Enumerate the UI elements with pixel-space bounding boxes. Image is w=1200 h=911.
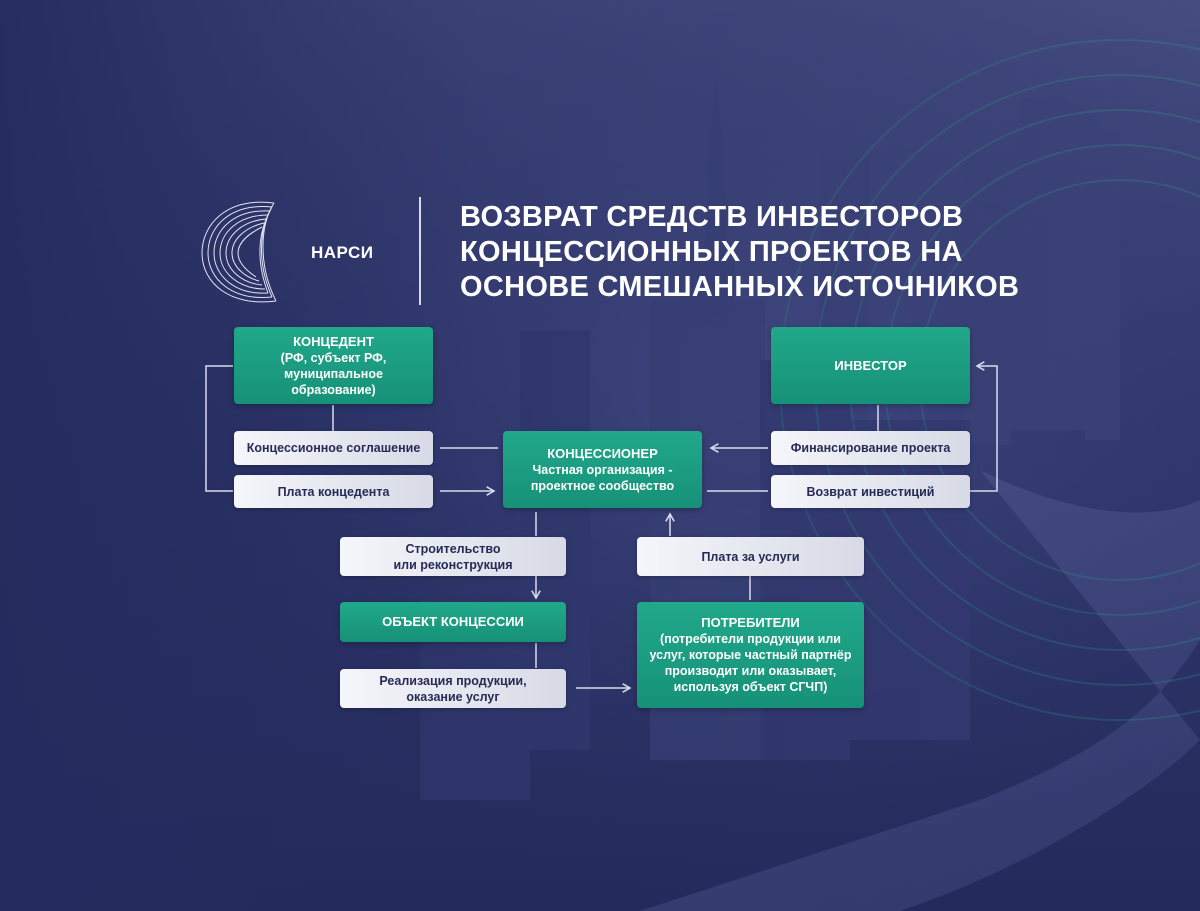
concedent-node: КОНЦЕДЕНТ (РФ, субъект РФ, муниципальное… <box>234 327 433 404</box>
concessioner-line: проектное сообщество <box>530 478 675 493</box>
title-line: ОСНОВЕ СМЕШАННЫХ ИСТОЧНИКОВ <box>460 271 1020 303</box>
concedent-payment-label: Плата концедента <box>234 475 433 508</box>
consumers-line: производит или оказывает, <box>664 664 837 678</box>
consumers-line: (потребители продукции или <box>660 632 841 646</box>
flow-label-text: Концессионное соглашение <box>246 441 421 455</box>
flow-label-text: Реализация продукции, <box>379 673 527 688</box>
concedent-line: (РФ, субъект РФ, <box>280 350 387 365</box>
narsi-logo-icon <box>201 201 277 303</box>
flow-label-text: Финансирование проекта <box>790 441 951 455</box>
flow-label-text: оказание услуг <box>406 689 500 704</box>
concession-agreement-label: Концессионное соглашение <box>234 431 433 465</box>
flow-label-text: Строительство <box>405 541 501 556</box>
service-fee-label: Плата за услуги <box>637 537 864 576</box>
page-title: ВОЗВРАТ СРЕДСТВ ИНВЕСТОРОВ КОНЦЕССИОННЫХ… <box>460 200 1160 305</box>
object-title: ОБЪЕКТ КОНЦЕССИИ <box>382 614 524 629</box>
construction-label: Строительство или реконструкция <box>340 537 566 576</box>
flow-label-text: Возврат инвестиций <box>806 484 935 499</box>
object-node: ОБЪЕКТ КОНЦЕССИИ <box>340 602 566 642</box>
project-financing-label: Финансирование проекта <box>771 431 970 465</box>
concedent-line: муниципальное <box>284 366 383 381</box>
flow-label-text: или реконструкция <box>393 557 513 572</box>
consumers-line: используя объект СГЧП) <box>673 680 828 694</box>
header-divider <box>419 197 421 305</box>
investment-return-label: Возврат инвестиций <box>771 475 970 508</box>
title-line: КОНЦЕССИОННЫХ ПРОЕКТОВ НА <box>460 236 963 268</box>
brand-name: НАРСИ <box>311 243 374 262</box>
concedent-line: образование) <box>291 382 376 397</box>
flow-label-text: Плата за услуги <box>701 549 800 564</box>
investor-title: ИНВЕСТОР <box>834 357 907 373</box>
sales-label: Реализация продукции, оказание услуг <box>340 669 566 708</box>
flow-label-text: Плата концедента <box>277 484 390 499</box>
concessioner-title: КОНЦЕССИОНЕР <box>547 445 658 461</box>
investor-node: ИНВЕСТОР <box>771 327 970 404</box>
consumers-node: ПОТРЕБИТЕЛИ (потребители продукции или у… <box>637 602 864 708</box>
title-line: ВОЗВРАТ СРЕДСТВ ИНВЕСТОРОВ <box>460 201 964 233</box>
concessioner-node: КОНЦЕССИОНЕР Частная организация - проек… <box>503 431 702 508</box>
concedent-title: КОНЦЕДЕНТ <box>293 333 374 349</box>
consumers-title: ПОТРЕБИТЕЛИ <box>701 615 800 630</box>
concessioner-line: Частная организация - <box>532 462 673 477</box>
consumers-line: услуг, которые частный партнёр <box>649 648 852 662</box>
